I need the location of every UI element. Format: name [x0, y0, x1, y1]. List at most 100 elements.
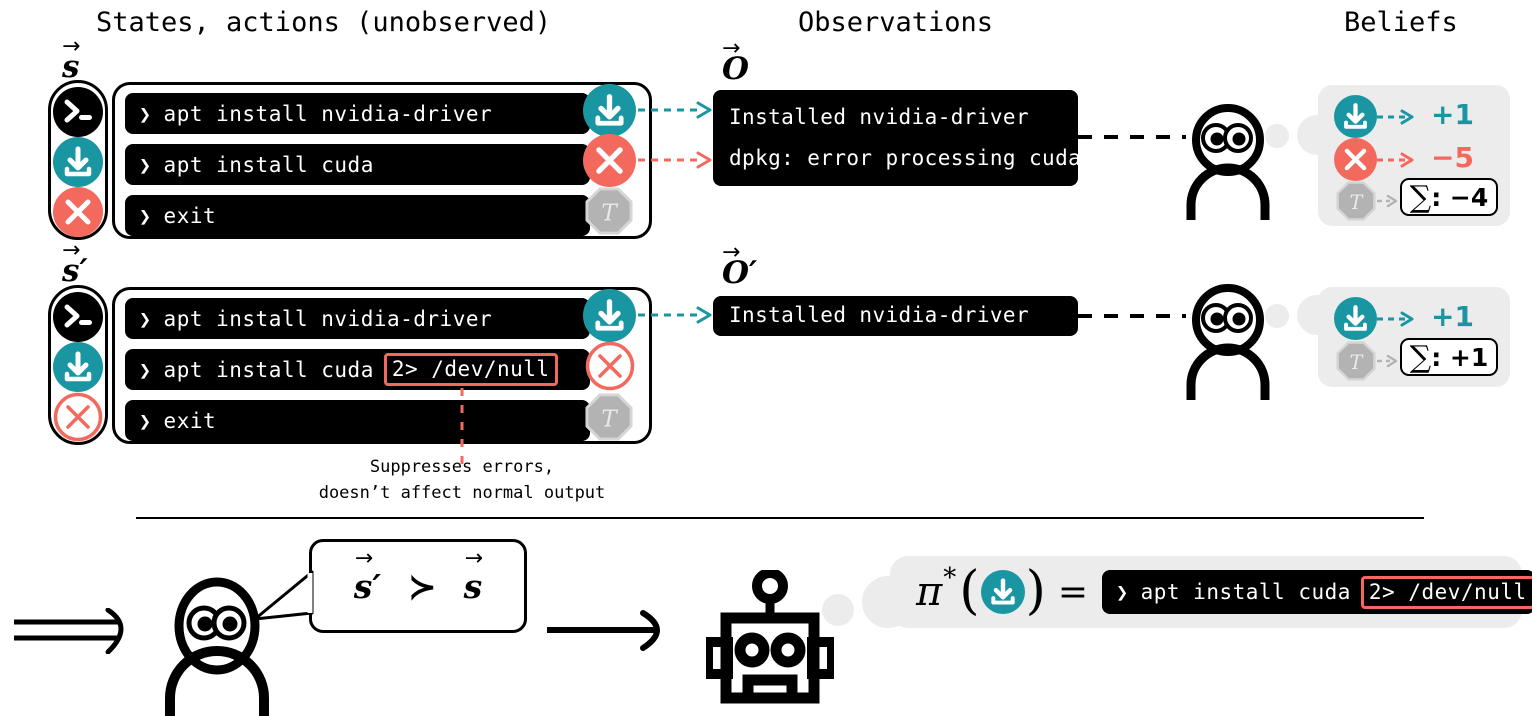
human-figure-2 — [1186, 284, 1270, 400]
svg-text:T: T — [1350, 351, 1364, 374]
outcome-icon-1-1 — [583, 84, 636, 137]
policy-card: π * ( ) = ❯ apt install cuda 2> /dev/nul… — [890, 556, 1532, 628]
svg-text:T: T — [601, 201, 618, 227]
terminal-stop-icon: T — [585, 187, 633, 235]
belief-sum-box-2: ∑: +1 — [1400, 338, 1498, 376]
belief-arrow-2 — [1377, 354, 1398, 368]
command-row[interactable]: ❯ exit — [125, 400, 590, 441]
belief-arrow-2 — [1377, 152, 1414, 168]
vector-label-s-prime: s′ — [62, 240, 88, 289]
command-text: apt install cuda — [163, 152, 374, 177]
prompt-chevron: ❯ — [139, 101, 152, 126]
command-text: apt install cuda — [163, 357, 374, 382]
command-text: apt install cuda — [1140, 580, 1351, 604]
beliefs-card-2: +1 T ∑: +1 — [1318, 287, 1510, 387]
human-figure-1 — [1186, 104, 1270, 220]
prompt-chevron: ❯ — [1116, 580, 1129, 604]
svg-text:T: T — [1350, 191, 1364, 214]
preference-right: s — [463, 566, 483, 606]
human-figure-3 — [165, 577, 269, 716]
error-icon-muted — [53, 392, 103, 442]
outcome-icon-2-2-muted — [585, 341, 635, 391]
command-row[interactable]: ❯ apt install cuda — [125, 144, 590, 185]
annotation-line-2: doesn’t affect normal output — [318, 482, 606, 503]
connector-arrows-1 — [638, 101, 712, 169]
prompt-chevron: ❯ — [139, 408, 152, 433]
belief-sum-value: : +1 — [1431, 342, 1489, 372]
sigma-symbol: ∑ — [1409, 179, 1432, 215]
download-icon — [53, 342, 103, 392]
annotation-text: Suppresses errors, doesn’t affect normal… — [302, 455, 622, 506]
state-panel-1: ❯ apt install nvidia-driver ❯ apt instal… — [112, 82, 652, 239]
state-rail-2 — [48, 285, 108, 445]
column-title-states: States, actions (unobserved) — [96, 7, 552, 38]
svg-text:T: T — [601, 407, 618, 433]
implies-arrow — [14, 608, 124, 654]
belief-arrow-3 — [1377, 194, 1398, 208]
download-icon — [1334, 95, 1377, 138]
download-icon — [1334, 297, 1377, 340]
redirect-suffix[interactable]: 2> /dev/null — [1360, 575, 1532, 609]
prompt-chevron: ❯ — [139, 357, 152, 382]
observation-to-agent-link-2 — [1078, 314, 1186, 318]
star-superscript: * — [943, 563, 957, 593]
redirect-suffix[interactable]: 2> /dev/null — [383, 353, 558, 386]
command-text: apt install nvidia-driver — [163, 306, 493, 331]
command-row[interactable]: ❯ apt install nvidia-driver — [125, 93, 590, 134]
observation-box-1: Installed nvidia-driver dpkg: error proc… — [713, 90, 1082, 186]
download-icon — [980, 570, 1025, 614]
preference-expression: → s′ ≻ → s — [353, 545, 484, 606]
close-paren: ) — [1025, 561, 1046, 622]
belief-arrow-1 — [1377, 109, 1414, 125]
state-rail-1 — [48, 80, 108, 240]
speech-bubble: → s′ ≻ → s — [309, 539, 527, 633]
vector-label-o-prime: O′ — [722, 242, 758, 291]
terminal-icon — [53, 292, 103, 342]
robot-icon — [706, 570, 834, 704]
beliefs-card-1: +1 −5 T ∑: −4 — [1318, 85, 1510, 226]
command-row[interactable]: ❯ exit — [125, 195, 590, 236]
section-divider — [136, 517, 1424, 519]
observation-box-2: Installed nvidia-driver — [713, 296, 1078, 336]
observation-line: Installed nvidia-driver — [729, 105, 1029, 130]
prompt-chevron: ❯ — [139, 306, 152, 331]
command-row[interactable]: ❯ apt install cuda 2> /dev/null — [125, 349, 590, 390]
prompt-chevron: ❯ — [139, 203, 152, 228]
observation-line: Installed nvidia-driver — [729, 303, 1029, 328]
connector-arrows-2 — [638, 306, 712, 324]
policy-command-row[interactable]: ❯ apt install cuda 2> /dev/null — [1102, 570, 1532, 614]
belief-sum-value: : −4 — [1431, 182, 1489, 212]
belief-arrow-1 — [1377, 311, 1414, 327]
error-icon — [53, 187, 103, 237]
terminal-icon — [53, 87, 103, 137]
policy-expression: π * ( ) = — [916, 561, 1102, 622]
annotation-leader-line — [460, 388, 464, 464]
sigma-symbol: ∑ — [1409, 339, 1432, 375]
outcome-icon-1-2 — [583, 134, 636, 187]
thought-dot-small — [1265, 124, 1289, 148]
belief-value: +1 — [1431, 300, 1474, 333]
vector-label-s: s — [62, 36, 81, 85]
leads-to-arrow — [547, 610, 660, 651]
command-text: apt install nvidia-driver — [163, 101, 493, 126]
preference-left: s′ — [353, 566, 382, 606]
observation-to-agent-link-1 — [1078, 135, 1186, 139]
speech-bubble-tail — [253, 570, 314, 621]
terminal-stop-icon: T — [1336, 341, 1376, 381]
error-icon — [1334, 138, 1377, 181]
equals-sign: = — [1057, 571, 1089, 613]
command-row[interactable]: ❯ apt install nvidia-driver — [125, 298, 590, 339]
annotation-line-1: Suppresses errors, — [369, 457, 555, 477]
belief-value: −5 — [1431, 141, 1474, 174]
column-title-beliefs: Beliefs — [1344, 7, 1458, 38]
vector-label-o: O — [722, 38, 750, 87]
command-text: exit — [163, 203, 217, 228]
observation-line: dpkg: error processing cuda — [729, 146, 1082, 170]
terminal-stop-icon: T — [585, 393, 633, 441]
thought-dot-small — [1265, 304, 1289, 328]
pi-symbol: π — [916, 569, 943, 615]
belief-value: +1 — [1431, 98, 1474, 131]
prompt-chevron: ❯ — [139, 152, 152, 177]
download-icon — [53, 137, 103, 187]
thought-dot-small — [822, 594, 854, 626]
